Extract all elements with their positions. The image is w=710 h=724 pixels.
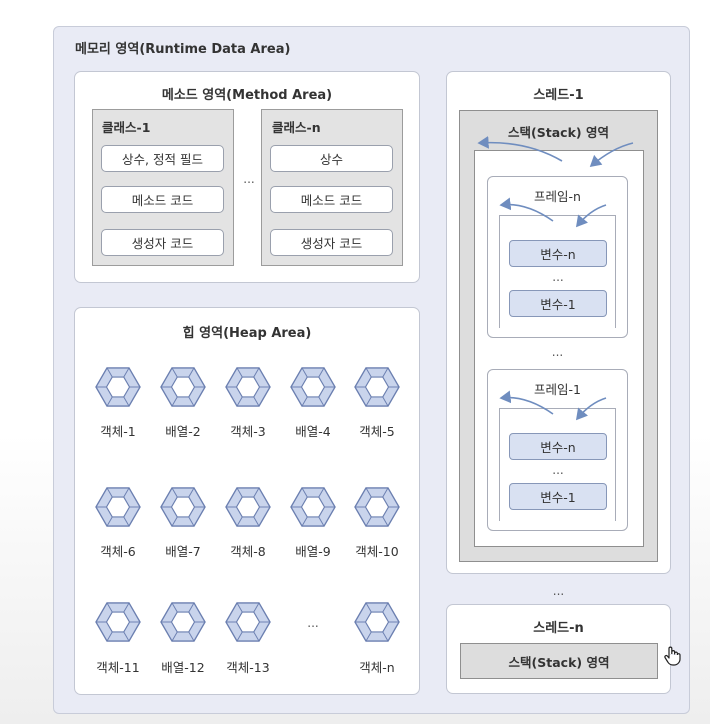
class-1-title: 클래스-1 — [102, 120, 151, 135]
heap-object-label: 객체-10 — [355, 544, 399, 559]
heap-object-icon — [290, 367, 336, 407]
stack-title: 스택(Stack) 영역 — [508, 125, 609, 140]
class-1-item: 메소드 코드 — [101, 186, 224, 213]
hand-cursor-icon — [664, 646, 681, 666]
heap-area-title: 힙 영역(Heap Area) — [182, 326, 312, 341]
heap-object-label: 객체-n — [359, 660, 395, 675]
heap-object-icon — [354, 602, 400, 642]
stack-push-arrow — [589, 142, 634, 168]
heap-object-icon — [354, 367, 400, 407]
heap-object-label: 객체-5 — [359, 424, 395, 439]
frame-n-inner — [499, 215, 616, 328]
runtime-data-area-title: 메모리 영역(Runtime Data Area) — [75, 42, 291, 57]
variable-box: 변수-1 — [509, 290, 607, 317]
frame-n-push-arrow — [575, 204, 607, 228]
heap-object-icon — [95, 487, 141, 527]
heap-object-label: 객체-3 — [230, 424, 266, 439]
heap-object-label: 배열-4 — [295, 424, 331, 439]
heap-object-icon — [354, 487, 400, 527]
heap-object-label: 객체-1 — [100, 424, 136, 439]
thread-n-title: 스레드-n — [533, 621, 584, 636]
heap-object-label: 객체-8 — [230, 544, 266, 559]
thread-n-stack: 스택(Stack) 영역 — [460, 643, 658, 679]
frame-n-title: 프레임-n — [534, 189, 581, 204]
heap-object-label: 배열-2 — [165, 424, 201, 439]
heap-object-label: 객체-13 — [226, 660, 270, 675]
heap-object-label: 배열-9 — [295, 544, 331, 559]
variable-box: 변수-n — [509, 433, 607, 460]
class-n-item: 메소드 코드 — [270, 186, 393, 213]
heap-object-icon — [225, 367, 271, 407]
frame-ellipsis: ... — [551, 345, 564, 359]
heap-object-icon — [95, 367, 141, 407]
frame-1-pop-arrow — [499, 390, 554, 415]
class-ellipsis: ... — [243, 172, 255, 186]
thread-n-stack-title: 스택(Stack) 영역 — [508, 654, 610, 670]
method-area-title: 메소드 영역(Method Area) — [161, 88, 333, 103]
class-1-item: 상수, 정적 필드 — [101, 145, 224, 172]
variable-ellipsis: ... — [552, 270, 564, 284]
variable-ellipsis: ... — [552, 463, 564, 477]
heap-object-icon — [160, 487, 206, 527]
heap-object-label: 배열-7 — [165, 544, 201, 559]
heap-object-icon — [160, 602, 206, 642]
variable-box: 변수-n — [509, 240, 607, 267]
frame-1-push-arrow — [575, 397, 607, 421]
thread-1-title: 스레드-1 — [533, 88, 584, 103]
class-1-item: 생성자 코드 — [101, 229, 224, 256]
heap-object-label: 배열-12 — [161, 660, 205, 675]
variable-box: 변수-1 — [509, 483, 607, 510]
heap-object-icon — [290, 487, 336, 527]
frame-n-pop-arrow — [499, 197, 554, 222]
heap-object-label: 객체-6 — [100, 544, 136, 559]
heap-object-icon — [160, 367, 206, 407]
frame-1-inner — [499, 408, 616, 521]
class-n-item: 상수 — [270, 145, 393, 172]
heap-object-icon — [225, 487, 271, 527]
stack-pop-arrow — [477, 136, 563, 162]
frame-1-title: 프레임-1 — [534, 382, 581, 397]
heap-ellipsis: ... — [307, 616, 319, 630]
class-n-title: 클래스-n — [272, 120, 321, 135]
heap-object-icon — [95, 602, 141, 642]
heap-object-label: 객체-11 — [96, 660, 140, 675]
thread-ellipsis: ... — [552, 584, 565, 598]
class-n-item: 생성자 코드 — [270, 229, 393, 256]
heap-object-icon — [225, 602, 271, 642]
